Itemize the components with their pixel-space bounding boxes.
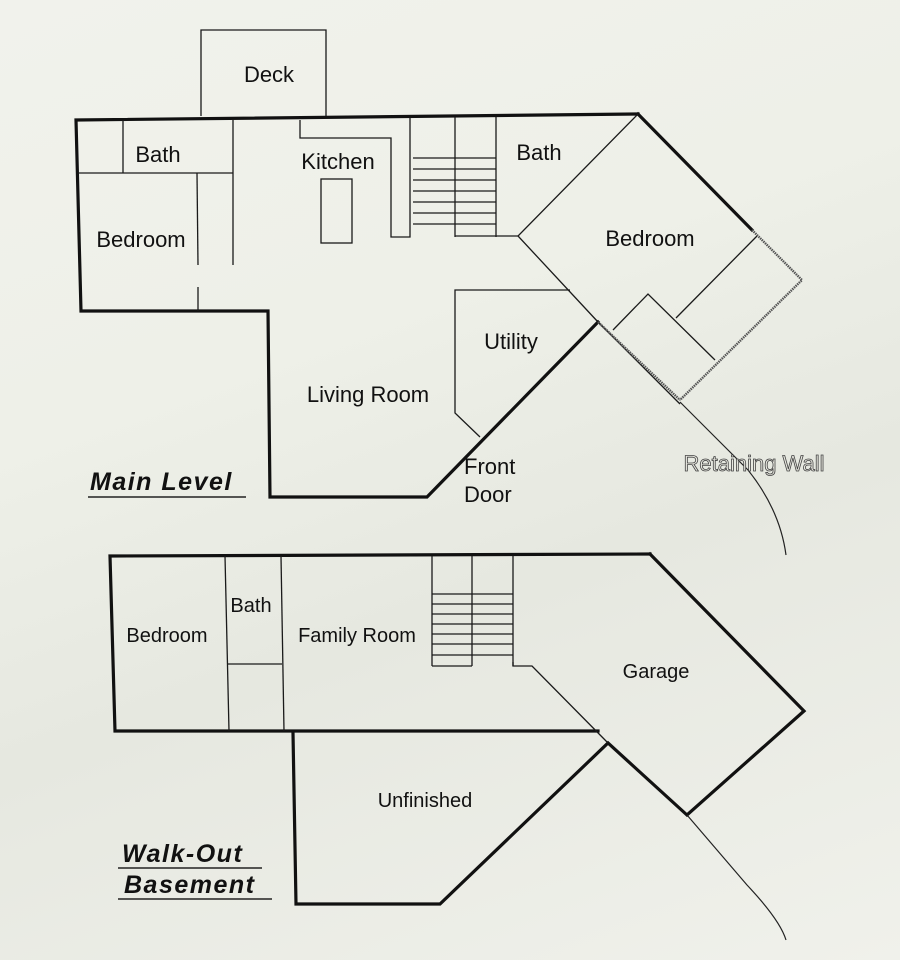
annotation-retaining-wall: Retaining Wall: [683, 451, 824, 476]
room-label-living-room: Living Room: [307, 382, 429, 407]
room-label-bedroom-right: Bedroom: [605, 226, 694, 251]
room-label-bath-right: Bath: [516, 140, 561, 165]
room-label-garage: Garage: [623, 661, 690, 683]
basement-exterior-wall: [108, 552, 652, 733]
room-label-basement-bedroom: Bedroom: [126, 625, 207, 647]
main-stairs: [413, 117, 518, 237]
room-label-basement-bath: Bath: [230, 595, 271, 617]
level-title-basement-2: Basement: [124, 871, 256, 899]
room-label-kitchen: Kitchen: [301, 149, 374, 174]
main-exterior-diagonal: [635, 111, 755, 233]
room-label-front-door-2: Door: [464, 482, 512, 507]
room-label-deck: Deck: [244, 62, 295, 87]
room-label-bedroom-left: Bedroom: [96, 227, 185, 252]
level-title-main: Main Level: [90, 468, 233, 496]
room-label-unfinished: Unfinished: [378, 790, 473, 812]
room-label-bath-left: Bath: [135, 142, 180, 167]
basement-plan: Bedroom Bath Family Room Garage Unfinish…: [108, 551, 807, 941]
utility-room: [454, 289, 570, 438]
level-title-basement-1: Walk-Out: [122, 840, 243, 868]
main-level-plan: Deck: [74, 29, 825, 556]
main-exterior-wall: [74, 112, 640, 499]
deck: Deck: [200, 29, 327, 116]
room-label-front-door-1: Front: [464, 454, 515, 479]
room-label-family-room: Family Room: [298, 625, 416, 647]
basement-stairs: [431, 556, 609, 744]
room-label-utility: Utility: [484, 329, 538, 354]
retaining-wall-line: [679, 401, 787, 556]
